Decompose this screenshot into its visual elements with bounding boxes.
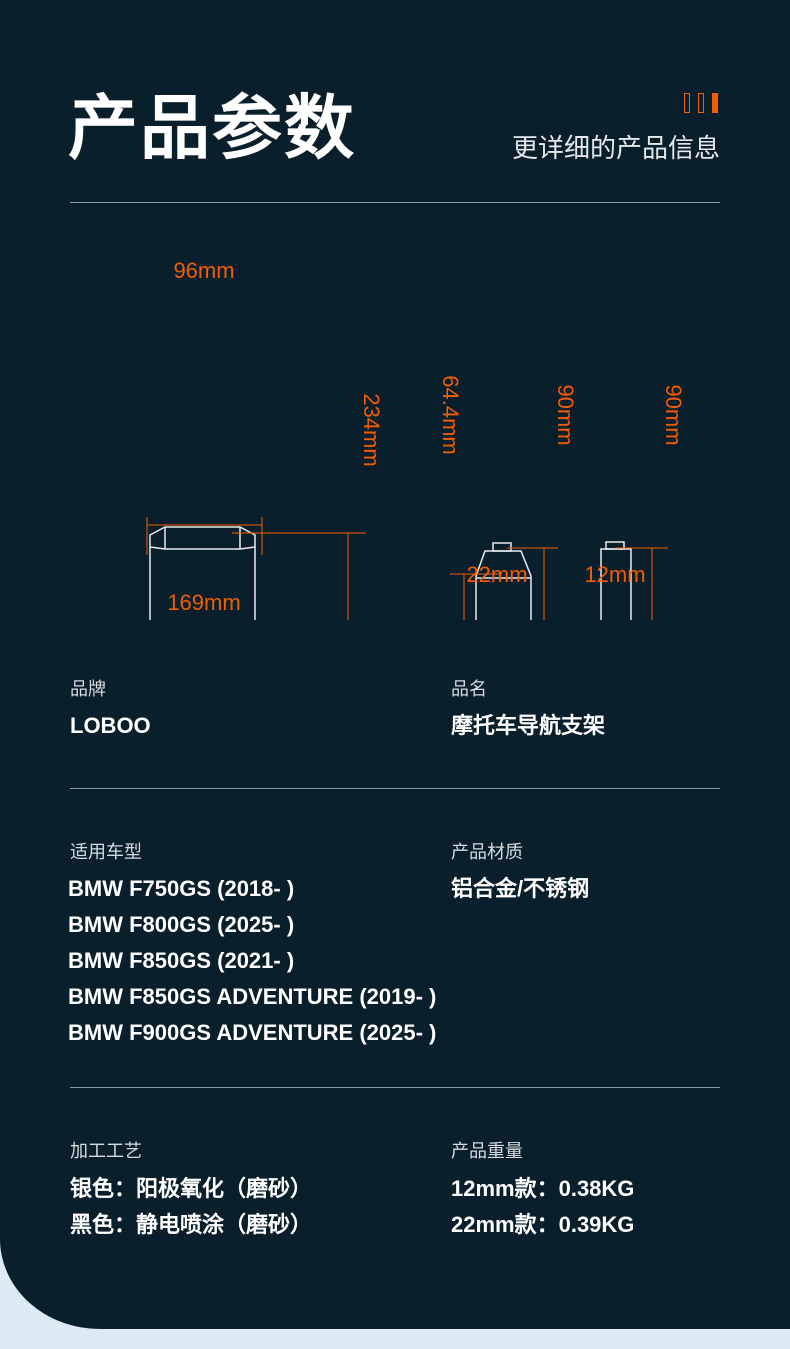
weight-label: 产品重量 <box>451 1141 523 1161</box>
dim-width-bottom: 169mm <box>167 590 240 615</box>
clamp-22-drawing <box>475 542 532 620</box>
weight-item: 12mm款：0.38KG <box>451 1176 635 1201</box>
dim-clamp-inner: 64.4mm <box>438 375 463 454</box>
dim-clamp-width-a: 22mm <box>466 562 527 587</box>
model-item: BMW F850GS ADVENTURE (2019- ) <box>68 984 437 1009</box>
process-item: 银色：阳极氧化（磨砂） <box>70 1176 313 1201</box>
model-item: BMW F800GS (2025- ) <box>68 912 295 937</box>
product-name-label: 品名 <box>451 679 487 699</box>
divider <box>70 1087 720 1088</box>
divider <box>70 202 720 203</box>
weight-item: 22mm款：0.39KG <box>451 1212 635 1237</box>
decorative-bars-icon <box>684 93 718 113</box>
page-title: 产品参数 <box>68 89 356 167</box>
process-item: 黑色：静电喷涂（磨砂） <box>70 1212 313 1237</box>
model-item: BMW F850GS (2021- ) <box>68 948 295 973</box>
page-subtitle: 更详细的产品信息 <box>511 133 720 163</box>
model-item: BMW F900GS ADVENTURE (2025- ) <box>68 1020 437 1045</box>
mount-drawing <box>149 526 256 620</box>
divider <box>70 788 720 789</box>
dim-clamp-height-b: 90mm <box>661 384 686 445</box>
model-item: BMW F750GS (2018- ) <box>68 876 295 901</box>
dim-height-total: 234mm <box>359 393 384 466</box>
product-name-value: 摩托车导航支架 <box>451 713 606 738</box>
dim-width-top: 96mm <box>173 258 234 283</box>
dimension-diagram: 96mm 169mm 234mm 64.4mm 90mm 90mm 22mm 1… <box>146 258 686 620</box>
dim-clamp-width-b: 12mm <box>584 562 645 587</box>
mount-dimension-lines <box>146 517 366 620</box>
clamp-dimension-lines <box>450 547 668 620</box>
brand-label: 品牌 <box>70 679 106 699</box>
clamp-12-drawing <box>600 541 632 620</box>
models-label: 适用车型 <box>70 842 142 862</box>
dim-clamp-height-a: 90mm <box>553 384 578 445</box>
material-value: 铝合金/不锈钢 <box>451 876 590 901</box>
brand-value: LOBOO <box>70 713 151 738</box>
process-label: 加工工艺 <box>70 1141 142 1161</box>
material-label: 产品材质 <box>451 842 523 862</box>
